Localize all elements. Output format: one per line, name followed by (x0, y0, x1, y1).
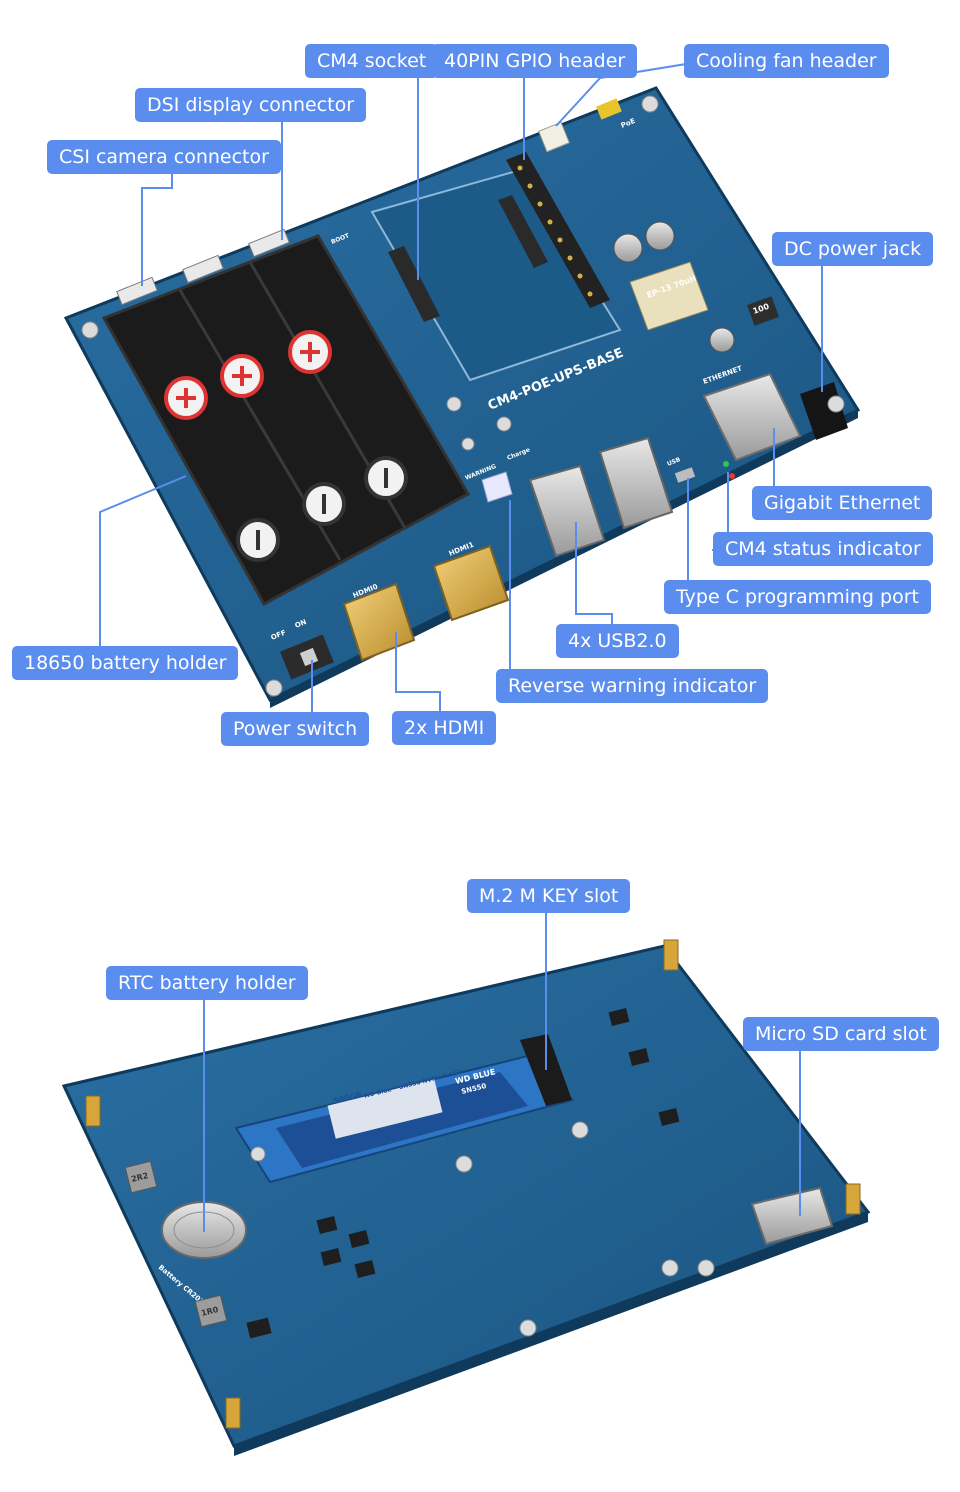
mount-hole-4 (265, 679, 283, 697)
cm4-connector-1 (388, 246, 440, 322)
mount-hole-2 (641, 95, 659, 113)
capacitor-2 (645, 221, 675, 251)
label-status-indicator: CM4 status indicator (713, 532, 933, 566)
csi-connector-2 (182, 254, 224, 284)
label-typec-port: Type C programming port (664, 580, 931, 614)
chip-4 (354, 1260, 376, 1278)
bottom-leader-lines (203, 912, 801, 1232)
capacitor-1 (613, 233, 643, 263)
bottom-hole-2 (571, 1121, 589, 1139)
bottom-hole-3 (661, 1259, 679, 1277)
label-hdmi: 2x HDMI (392, 711, 497, 745)
label-fan-header: Cooling fan header (684, 44, 889, 78)
usb-silk: USB (666, 456, 682, 468)
leader-fan (555, 63, 687, 127)
m2-ssd: 500GB WD Blue™ SN550 NVMe™ SSD WD BLUE S… (234, 1034, 574, 1184)
inductor-1r0: 1R0 (200, 1305, 219, 1318)
label-power-switch: Power switch (221, 712, 370, 746)
chip-3 (320, 1248, 342, 1266)
inductor (747, 296, 779, 326)
bottom-hole-4 (697, 1259, 715, 1277)
ethernet-port (702, 372, 802, 462)
bottom-board: 500GB WD Blue™ SN550 NVMe™ SSD WD BLUE S… (61, 939, 871, 1456)
mount-hole-6 (496, 416, 512, 432)
label-dc-jack: DC power jack (772, 232, 934, 266)
leader-hdmi (395, 632, 441, 711)
mount-hole-3 (827, 395, 845, 413)
bottom-inductor-1 (124, 1160, 158, 1194)
label-reverse-warning: Reverse warning indicator (496, 669, 769, 703)
chip-6 (628, 1048, 650, 1066)
chip-5 (608, 1008, 630, 1026)
label-micro-sd: Micro SD card slot (743, 1017, 939, 1051)
status-led-1 (723, 461, 729, 467)
micro-sd-slot (750, 1186, 834, 1246)
label-gpio-header: 40PIN GPIO header (432, 44, 638, 78)
transformer (629, 261, 709, 331)
bottom-hole-6 (250, 1146, 266, 1162)
power-switch-knob (299, 647, 319, 667)
battery-holder (101, 234, 471, 607)
cm4-connector-2 (498, 195, 548, 268)
top-pcb-edge (270, 410, 858, 708)
chip-8 (246, 1317, 272, 1339)
label-usb-ports: 4x USB2.0 (556, 624, 679, 658)
jumper-yellow (596, 98, 622, 120)
dsi-connector (248, 228, 290, 258)
label-csi-connector: CSI camera connector (47, 140, 281, 174)
label-cm4-socket: CM4 socket (305, 44, 439, 78)
label-m2-slot: M.2 M KEY slot (467, 879, 631, 913)
bottom-inductor-2 (194, 1294, 228, 1328)
capacitor-3 (709, 327, 735, 353)
standoff-3 (845, 1183, 861, 1215)
bottom-hole-1 (455, 1155, 473, 1173)
fan-header (538, 121, 570, 153)
bottom-chips (246, 1008, 680, 1339)
label-dsi-connector: DSI display connector (135, 88, 367, 122)
chip-1 (316, 1216, 338, 1234)
mount-hole-1 (81, 321, 99, 339)
standoff-4 (225, 1397, 241, 1429)
csi-connector-1 (116, 276, 158, 306)
status-led-2 (729, 473, 735, 479)
gpio-header (506, 152, 610, 308)
reverse-warning-leds (481, 471, 513, 503)
label-rtc-holder: RTC battery holder (106, 966, 308, 1000)
hdmi-port-1 (432, 544, 510, 622)
chip-2 (348, 1230, 370, 1248)
inductor-2r2: 2R2 (130, 1171, 149, 1184)
typec-port (674, 467, 696, 483)
leader-csi (141, 174, 173, 286)
on-silk: ON (294, 618, 308, 630)
leader-usb (575, 522, 613, 624)
standoff-2 (663, 939, 679, 971)
label-ethernet: Gigabit Ethernet (752, 486, 933, 520)
label-battery-holder: 18650 battery holder (12, 646, 239, 680)
mount-hole-7 (461, 437, 475, 451)
cm4-socket (370, 168, 622, 382)
top-board: EP-13 70uH 100 ETHERNET CM4-POE-UPS-BASE… (63, 86, 861, 708)
chip-7 (658, 1108, 680, 1126)
bottom-hole-5 (519, 1319, 537, 1337)
usb-port-1 (528, 464, 606, 558)
standoff-1 (85, 1095, 101, 1127)
usb-port-2 (598, 436, 674, 530)
leader-battery (99, 475, 187, 646)
mount-hole-5 (446, 396, 462, 412)
